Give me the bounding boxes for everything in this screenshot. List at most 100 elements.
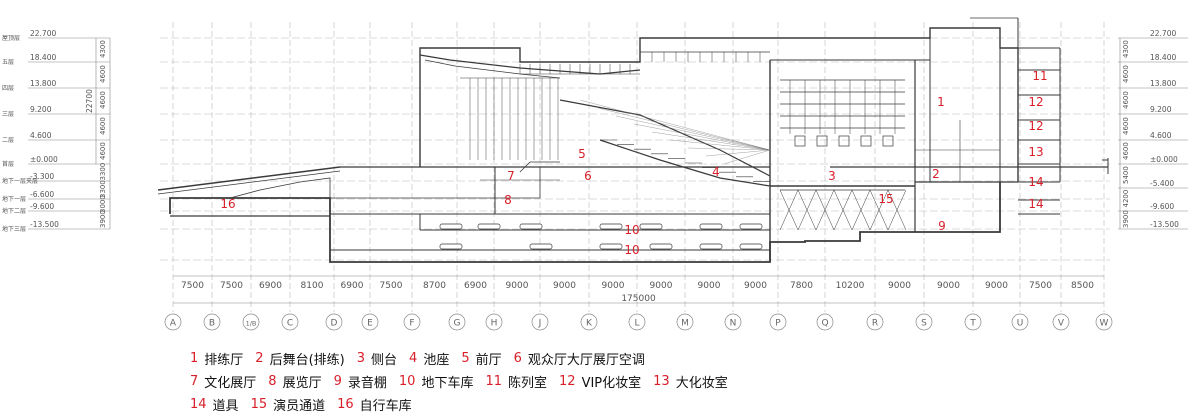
room-number-tag: 4: [712, 165, 720, 179]
stage-light-box: [794, 135, 806, 147]
room-number-tag: 15: [878, 192, 893, 206]
axis-bubble: [816, 313, 834, 331]
level-elevation: -9.600: [1150, 202, 1174, 211]
legend-number: 9: [333, 374, 342, 389]
axis-label: B: [209, 319, 215, 329]
roof-canopy-under: [424, 59, 561, 79]
legend-label: 大化妆室: [675, 376, 728, 391]
legend-number: 7: [190, 374, 199, 389]
room-number-tag: 8: [504, 193, 512, 207]
span-dimension: 9000: [888, 281, 911, 291]
level-gap-dimension: 4600: [99, 65, 107, 83]
floor-name: 地下三层: [2, 225, 26, 233]
level-elevation: 4.600: [30, 131, 52, 140]
machinery-brace: [887, 189, 907, 231]
legend-number: 6: [513, 351, 522, 366]
level-elevation: ±0.000: [30, 155, 58, 164]
car-symbol: [519, 223, 543, 230]
axis-bubble: [1095, 313, 1113, 331]
level-elevation: -9.600: [30, 202, 54, 211]
axis-label: G: [454, 319, 461, 329]
span-dimension: 9000: [506, 281, 529, 291]
axis-label: K: [586, 319, 593, 329]
axis-bubble: [242, 313, 260, 331]
span-dimension: 7500: [220, 281, 243, 291]
legend-label: 陈列室: [508, 376, 548, 391]
stage-light-box: [838, 135, 850, 147]
building-section: [157, 17, 1109, 263]
room-number-tag: 3: [828, 169, 836, 183]
car-symbol: [599, 243, 623, 250]
legend-number: 16: [337, 397, 354, 412]
span-dimension: 7500: [1029, 281, 1052, 291]
axis-bubble: [531, 313, 549, 331]
legend-label: 演员通道: [273, 399, 326, 414]
axis-bubble: [915, 313, 933, 331]
sight-line: [723, 149, 771, 165]
axis-bubble: [724, 313, 742, 331]
car-symbol: [639, 223, 663, 230]
sight-line: [615, 115, 771, 151]
span-dimension: 10200: [836, 281, 865, 291]
room-number-tag: 14: [1028, 175, 1043, 189]
total-height: 22700: [85, 89, 94, 113]
level-elevation: -3.300: [30, 172, 54, 181]
car-symbol: [739, 243, 763, 250]
axis-label: N: [730, 319, 737, 329]
axis-bubble: [866, 313, 884, 331]
room-number-tag: 5: [578, 147, 586, 161]
legend-number: 11: [485, 374, 502, 389]
legend-label: 文化展厅: [204, 376, 257, 391]
level-gap-dimension: 4600: [99, 91, 107, 109]
machinery-brace: [815, 189, 835, 231]
span-dimension: 9000: [937, 281, 960, 291]
level-gap-dimension: 3900: [99, 210, 107, 228]
legend-label: 自行车库: [359, 399, 412, 414]
room-number-tag: 6: [584, 169, 592, 183]
span-dimension: 9000: [985, 281, 1008, 291]
level-elevation: 18.400: [30, 53, 56, 62]
span-dimension: 7500: [380, 281, 403, 291]
room-number-tag: 16: [220, 197, 235, 211]
room-number-tag: 10: [624, 223, 639, 237]
span-dimension: 9000: [744, 281, 767, 291]
axis-label: D: [331, 319, 338, 329]
car-symbol: [699, 243, 723, 250]
sight-line: [705, 149, 771, 157]
basement-outline: [169, 182, 1001, 263]
room-number-tag: 14: [1028, 197, 1043, 211]
level-gap-dimension: 4200: [1122, 190, 1130, 208]
axis-label: C: [287, 319, 293, 329]
axis-bubble: [361, 313, 379, 331]
room-number-tag: 2: [932, 167, 940, 181]
span-dimension: 7500: [181, 281, 204, 291]
legend-number: 12: [559, 374, 576, 389]
legend-number: 1: [190, 351, 199, 366]
axis-label: S: [921, 319, 927, 329]
machinery-brace: [851, 189, 871, 231]
level-gap-dimension: 4600: [1122, 65, 1130, 83]
level-gap-dimension: 4600: [99, 142, 107, 160]
sight-line: [651, 131, 771, 151]
ramp-structure: [229, 177, 331, 199]
axis-bubble: [403, 313, 421, 331]
legend-item: 7 文化展厅: [190, 372, 256, 391]
room-number-tag: 10: [624, 243, 639, 257]
stage-light-box: [816, 135, 828, 147]
axis-label: A: [170, 319, 177, 329]
axis-label: L: [634, 319, 639, 329]
level-elevation: -6.600: [30, 190, 54, 199]
legend-label: 后舞台(排练): [269, 353, 345, 368]
room-number-tag: 11: [1032, 69, 1047, 83]
